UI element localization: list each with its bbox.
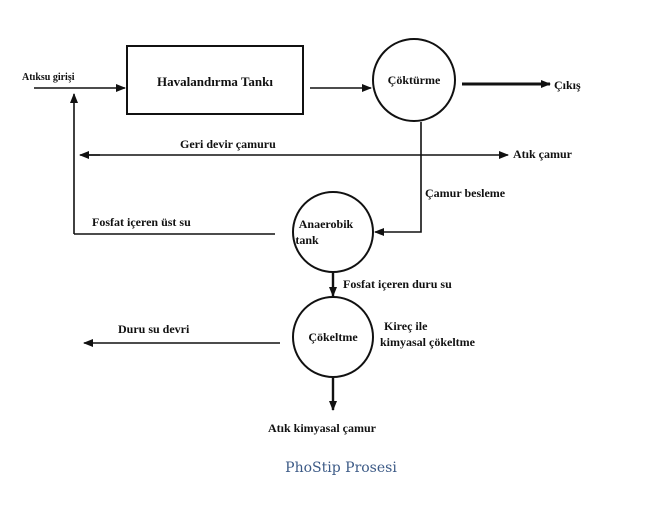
- aeration-tank-box: [126, 45, 304, 115]
- anaerobic-tank-label-line2: tank: [295, 233, 319, 247]
- chemical-sludge-label: Atık kimyasal çamur: [268, 421, 377, 435]
- clarifier-label: Çöktürme: [388, 73, 441, 87]
- lime-label-line1: Kireç ile: [384, 319, 428, 333]
- clarifier-node: [372, 38, 456, 122]
- lime-label-line2: kimyasal çökeltme: [380, 335, 476, 349]
- clear-water-return-label: Duru su devri: [118, 322, 190, 336]
- sludge-feed-line: [374, 122, 422, 236]
- sludge-feed-label: Çamur besleme: [425, 186, 506, 200]
- phosphate-supernatant-label: Fosfat içeren üst su: [92, 215, 191, 229]
- precipitation-node: [292, 296, 374, 378]
- anaerobic-tank-node: [292, 191, 374, 273]
- anaerobic-tank-label-line1: Anaerobik: [299, 217, 354, 231]
- outlet-label: Çıkış: [554, 78, 581, 92]
- phosphate-clear-water-label: Fosfat içeren duru su: [343, 277, 452, 291]
- aeration-tank-label: Havalandırma Tankı: [157, 74, 273, 89]
- figure-caption: PhoStip Prosesi: [285, 460, 397, 476]
- precipitation-label: Çökeltme: [308, 330, 358, 344]
- inlet-label: Atıksu girişi: [22, 72, 75, 83]
- waste-sludge-label: Atık çamur: [513, 147, 573, 161]
- return-sludge-label: Geri devir çamuru: [180, 137, 276, 151]
